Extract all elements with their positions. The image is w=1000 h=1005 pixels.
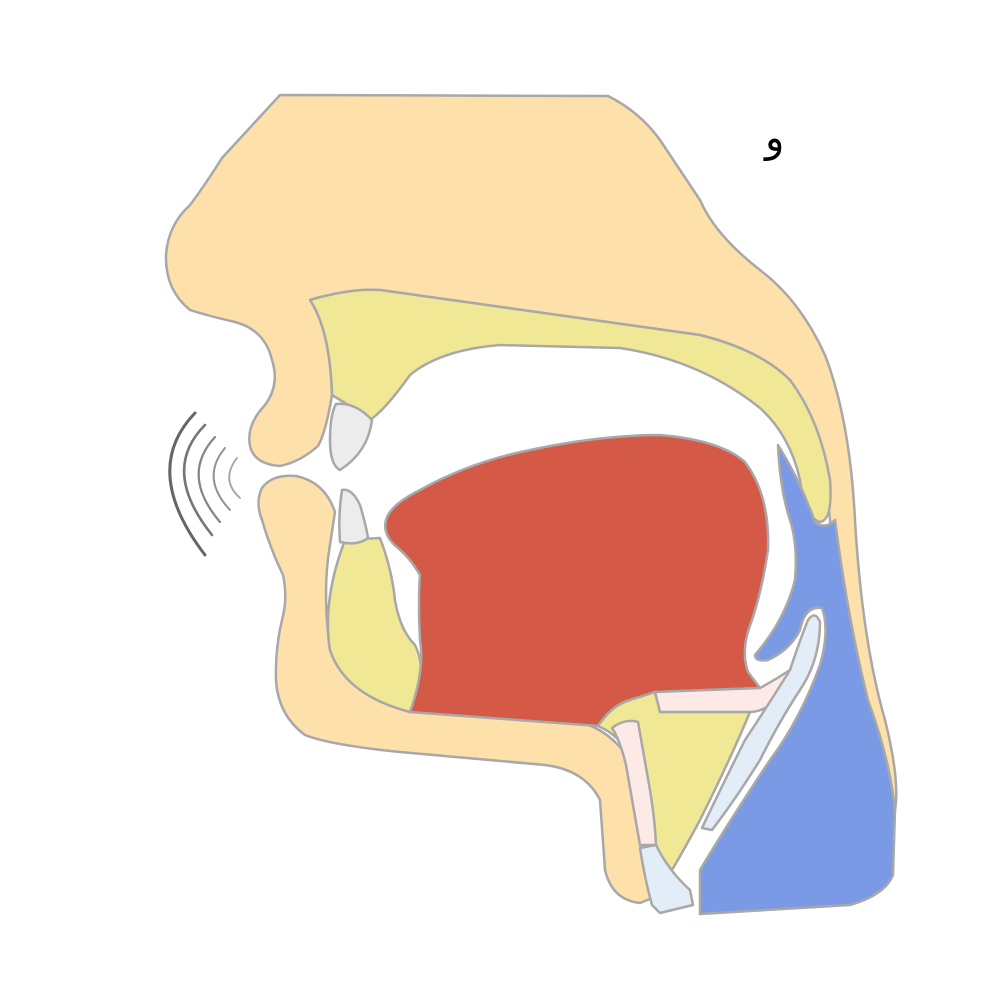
sound-wave-inner (228, 457, 241, 499)
sound-wave-4 (182, 423, 214, 537)
tongue (384, 433, 770, 728)
sound-wave-3 (197, 435, 222, 524)
laryngeal-cartilage (700, 614, 822, 832)
lower-incisor (338, 488, 370, 545)
cricoid-cartilage (638, 843, 695, 915)
sound-waves-icon (168, 411, 241, 557)
phoneme-label: و (765, 115, 785, 161)
sound-wave-2 (212, 447, 231, 511)
pharynx (698, 443, 897, 916)
sound-wave-outer (168, 411, 207, 557)
thyroid-cartilage (610, 719, 658, 847)
jaw-skin (257, 474, 662, 905)
upper-incisor (328, 402, 374, 472)
